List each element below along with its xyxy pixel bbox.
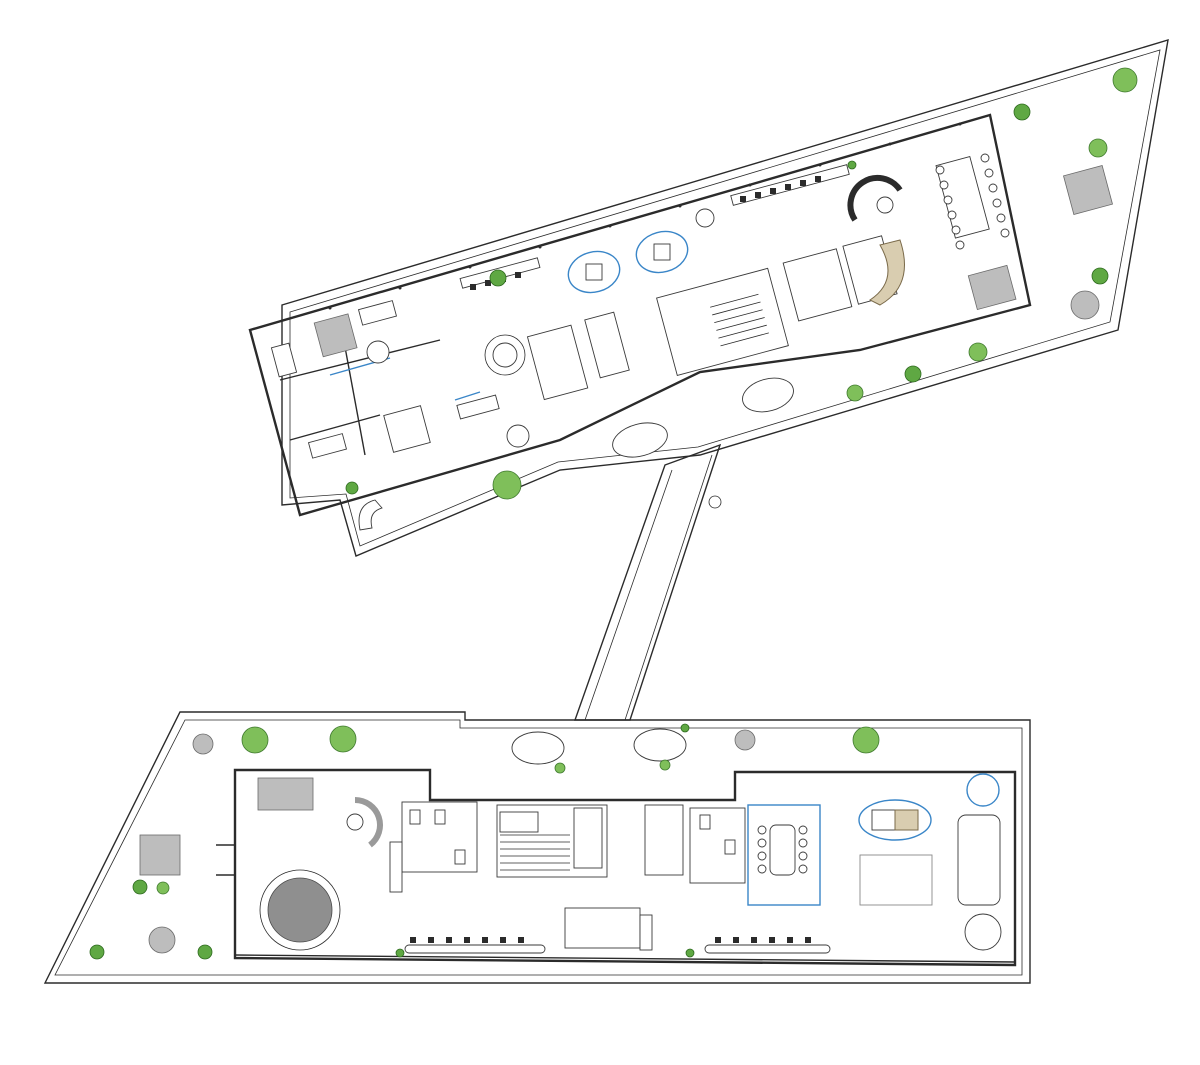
desk-mid (456, 394, 500, 420)
desk-cluster-right (957, 814, 1001, 906)
booth-oval-1 (567, 250, 621, 294)
meeting-room-lower (747, 804, 821, 906)
terrace-sofa-2 (742, 377, 794, 413)
terrace-round-lower-1 (192, 733, 214, 755)
desk-tan-highlight (894, 809, 919, 831)
round-table-curve-lower (346, 813, 364, 831)
lift-upper (584, 311, 630, 379)
wc-block-lower-right (644, 804, 684, 876)
facade-chairs (410, 937, 811, 943)
bridge (574, 443, 722, 721)
upper-wing (248, 39, 1169, 557)
upper-facade-mullions (328, 122, 962, 310)
desk-cluster-mid (859, 854, 933, 906)
lower-terrace (43, 711, 1031, 984)
bridge-deck (574, 443, 722, 721)
terrace-round-table (1070, 290, 1100, 320)
desk-left-3 (307, 433, 348, 459)
lounge-sofa-bottom (564, 907, 641, 949)
desk-left-1 (270, 342, 298, 378)
terrace-round-table-lower (148, 926, 176, 954)
round-table-bottom-right (964, 913, 1002, 951)
table-icon (484, 208, 715, 376)
boardroom-chairs (935, 153, 1010, 250)
round-table-lower-right (966, 773, 1000, 807)
wc-block-upper-right (782, 248, 853, 322)
lounge-bench-bottom (639, 914, 653, 951)
booth-oval-2 (635, 230, 689, 274)
wc-block-upper-left (526, 324, 589, 401)
facade-bench-left (404, 944, 546, 954)
round-table-left (366, 340, 390, 364)
curved-partition (847, 174, 903, 222)
lower-building-envelope (233, 768, 1017, 967)
meeting-table-lower (769, 824, 796, 876)
big-round-table-lower (267, 877, 333, 943)
upper-terrace-edge (289, 49, 1161, 547)
curved-partition-lower (354, 797, 383, 848)
facade-bench-right (704, 944, 831, 954)
lower-terrace-edge (54, 719, 1023, 976)
lower-wing (43, 711, 1031, 984)
terrace-sofa-lower-1 (511, 731, 565, 765)
bench-lower-left (389, 841, 403, 893)
wc-block-lower-far (689, 807, 746, 884)
stair-core-upper (656, 267, 789, 376)
reception-desk (869, 239, 905, 306)
round-table-mid (506, 424, 530, 448)
meeting-rug-left (313, 313, 358, 358)
lower-plants (89, 723, 880, 960)
terrace-round-lower-2 (734, 729, 756, 751)
upper-building-envelope (248, 113, 1032, 517)
terrace-rug-lower-left (139, 834, 181, 876)
terrace-curved-sofa (358, 499, 383, 531)
lounge-rug-lower-left (257, 777, 314, 811)
plant-icon (345, 67, 1138, 500)
sofa-rug-mid (383, 405, 431, 453)
sofa-icon (612, 422, 668, 458)
meeting-chairs-lower (757, 825, 808, 874)
stair-icon-lower (499, 807, 603, 871)
lounge-rug-right (967, 264, 1017, 311)
bridge-drain (708, 495, 722, 509)
upper-terrace (281, 39, 1169, 557)
big-round-table-ring (259, 869, 341, 951)
terrace-sofa-lower-2 (633, 728, 687, 762)
stair-icon (710, 293, 769, 347)
toilet-icon (409, 809, 736, 865)
terrace-rug-upper (1063, 165, 1113, 215)
booth-oval-lower (858, 799, 932, 841)
desk-left-2 (357, 300, 398, 326)
round-table-curve (876, 196, 894, 214)
